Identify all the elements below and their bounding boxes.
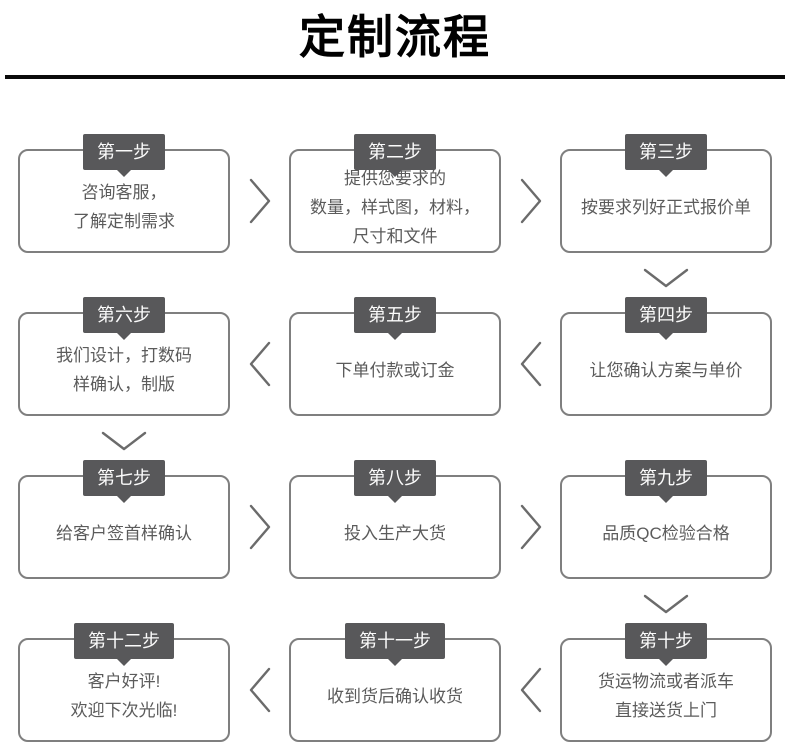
step-10-label: 第十步 bbox=[639, 631, 693, 652]
step-5-tab: 第五步 bbox=[354, 297, 436, 334]
step-7-description: 给客户签首样确认 bbox=[56, 523, 192, 543]
step-box-2: 第二步 提供您要求的 数量，样式图，材料， 尺寸和文件 bbox=[289, 134, 501, 254]
connector-6-7 bbox=[18, 431, 230, 457]
step-4-card: 第四步 让您确认方案与单价 bbox=[560, 297, 772, 417]
step-9-description: 品质QC检验合格 bbox=[602, 523, 730, 543]
connector-1-2 bbox=[230, 149, 289, 253]
arrow-right-icon bbox=[249, 179, 270, 224]
step-box-9: 第九步 品质QC检验合格 bbox=[560, 460, 772, 580]
connector-7-8 bbox=[230, 475, 289, 579]
arrow-left-icon bbox=[249, 668, 270, 713]
step-12-label: 第十二步 bbox=[88, 631, 160, 652]
step-7-tab: 第七步 bbox=[83, 460, 165, 497]
flow-row-4: 第十二步 客户好评! 欢迎下次光临! 第十一步 收到货后确认收货 第十步 货运物 bbox=[18, 623, 772, 743]
arrow-down-icon bbox=[643, 268, 689, 287]
arrow-right-icon bbox=[520, 505, 541, 550]
step-6-label: 第六步 bbox=[97, 305, 151, 326]
step-5-description: 下单付款或订金 bbox=[335, 360, 455, 380]
step-7-label: 第七步 bbox=[97, 468, 151, 489]
step-12-card: 第十二步 客户好评! 欢迎下次光临! bbox=[18, 623, 230, 743]
step-box-10: 第十步 货运物流或者派车 直接送货上门 bbox=[560, 623, 772, 743]
flow-gap-2 bbox=[18, 416, 772, 475]
step-4-description: 让您确认方案与单价 bbox=[589, 360, 743, 380]
flow-gap-3 bbox=[18, 579, 772, 638]
connector-8-9 bbox=[501, 475, 560, 579]
step-box-12: 第十二步 客户好评! 欢迎下次光临! bbox=[18, 623, 230, 743]
step-11-card: 第十一步 收到货后确认收货 bbox=[289, 623, 501, 743]
step-4-tab: 第四步 bbox=[625, 297, 707, 334]
step-8-tab: 第八步 bbox=[354, 460, 436, 497]
step-2-card: 第二步 提供您要求的 数量，样式图，材料， 尺寸和文件 bbox=[289, 134, 501, 254]
step-2-label: 第二步 bbox=[368, 142, 422, 163]
connector-9-10 bbox=[560, 594, 772, 620]
step-1-description: 咨询客服， 了解定制需求 bbox=[73, 183, 175, 232]
step-8-description: 投入生产大货 bbox=[344, 523, 446, 543]
step-12-tab: 第十二步 bbox=[74, 623, 174, 660]
step-5-label: 第五步 bbox=[368, 305, 422, 326]
connector-3-4 bbox=[560, 268, 772, 294]
page-title: 定制流程 bbox=[299, 11, 491, 63]
step-7-card: 第七步 给客户签首样确认 bbox=[18, 460, 230, 580]
flow-diagram: 第一步 咨询客服， 了解定制需求 第二步 提供您要求的 数量，样式图，材料， 尺… bbox=[0, 134, 790, 743]
step-box-8: 第八步 投入生产大货 bbox=[289, 460, 501, 580]
step-9-tab: 第九步 bbox=[625, 460, 707, 497]
step-box-4: 第四步 让您确认方案与单价 bbox=[560, 297, 772, 417]
step-8-label: 第八步 bbox=[368, 468, 422, 489]
connector-5-6 bbox=[230, 312, 289, 416]
step-box-1: 第一步 咨询客服， 了解定制需求 bbox=[18, 134, 230, 254]
step-11-label: 第十一步 bbox=[359, 631, 431, 652]
step-10-card: 第十步 货运物流或者派车 直接送货上门 bbox=[560, 623, 772, 743]
step-9-label: 第九步 bbox=[639, 468, 693, 489]
step-box-11: 第十一步 收到货后确认收货 bbox=[289, 623, 501, 743]
step-1-label: 第一步 bbox=[97, 142, 151, 163]
title-divider bbox=[5, 75, 785, 80]
step-6-description: 我们设计，打数码 样确认，制版 bbox=[56, 346, 192, 395]
step-3-tab: 第三步 bbox=[625, 134, 707, 171]
step-3-label: 第三步 bbox=[639, 142, 693, 163]
step-11-tab: 第十一步 bbox=[345, 623, 445, 660]
flow-row-1: 第一步 咨询客服， 了解定制需求 第二步 提供您要求的 数量，样式图，材料， 尺… bbox=[18, 134, 772, 254]
arrow-down-icon bbox=[643, 594, 689, 613]
flow-row-2: 第六步 我们设计，打数码 样确认，制版 第五步 下单付款或订金 第四步 让您确认 bbox=[18, 297, 772, 417]
connector-4-5 bbox=[501, 312, 560, 416]
arrow-left-icon bbox=[520, 668, 541, 713]
step-box-5: 第五步 下单付款或订金 bbox=[289, 297, 501, 417]
arrow-down-icon bbox=[101, 431, 147, 450]
step-box-7: 第七步 给客户签首样确认 bbox=[18, 460, 230, 580]
step-3-card: 第三步 按要求列好正式报价单 bbox=[560, 134, 772, 254]
step-11-description: 收到货后确认收货 bbox=[327, 686, 463, 706]
arrow-left-icon bbox=[249, 342, 270, 387]
connector-11-12 bbox=[230, 638, 289, 742]
step-3-description: 按要求列好正式报价单 bbox=[581, 197, 751, 217]
step-6-tab: 第六步 bbox=[83, 297, 165, 334]
step-10-description: 货运物流或者派车 直接送货上门 bbox=[598, 672, 734, 721]
step-12-description: 客户好评! 欢迎下次光临! bbox=[70, 672, 178, 721]
flow-gap-1 bbox=[18, 253, 772, 312]
step-8-card: 第八步 投入生产大货 bbox=[289, 460, 501, 580]
arrow-left-icon bbox=[520, 342, 541, 387]
step-1-tab: 第一步 bbox=[83, 134, 165, 171]
connector-2-3 bbox=[501, 149, 560, 253]
arrow-right-icon bbox=[520, 179, 541, 224]
step-9-card: 第九步 品质QC检验合格 bbox=[560, 460, 772, 580]
connector-10-11 bbox=[501, 638, 560, 742]
step-box-3: 第三步 按要求列好正式报价单 bbox=[560, 134, 772, 254]
step-2-tab: 第二步 bbox=[354, 134, 436, 171]
step-6-card: 第六步 我们设计，打数码 样确认，制版 bbox=[18, 297, 230, 417]
step-1-card: 第一步 咨询客服， 了解定制需求 bbox=[18, 134, 230, 254]
step-box-6: 第六步 我们设计，打数码 样确认，制版 bbox=[18, 297, 230, 417]
step-5-card: 第五步 下单付款或订金 bbox=[289, 297, 501, 417]
step-4-label: 第四步 bbox=[639, 305, 693, 326]
step-10-tab: 第十步 bbox=[625, 623, 707, 660]
arrow-right-icon bbox=[249, 505, 270, 550]
step-2-description: 提供您要求的 数量，样式图，材料， 尺寸和文件 bbox=[310, 168, 480, 246]
flow-row-3: 第七步 给客户签首样确认 第八步 投入生产大货 第九步 品质QC检验合格 bbox=[18, 460, 772, 580]
